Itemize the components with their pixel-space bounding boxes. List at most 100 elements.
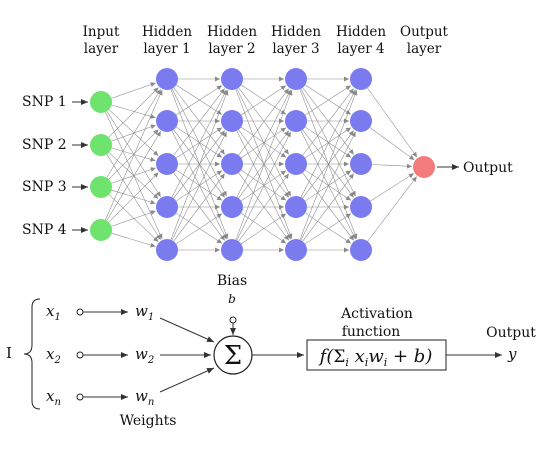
edge-l1-n2-to-n1 [176, 127, 223, 159]
output-node-1 [413, 156, 435, 178]
edge-l1-n3-to-n0 [171, 89, 227, 198]
edge-l3-n2-to-n4 [302, 172, 354, 241]
hidden3-node-5 [285, 239, 307, 261]
col-title-h1-2: layer 1 [143, 41, 190, 57]
edge-l0-n2-to-n2 [111, 167, 156, 184]
input-brace [23, 298, 41, 410]
hidden3-node-4 [285, 196, 307, 218]
edge-l3-n2-to-n1 [305, 127, 352, 159]
neuron-output-label: Output [486, 325, 536, 341]
edge-l0-n3-to-n2 [108, 172, 159, 223]
output-symbol: y [507, 345, 517, 363]
edge-l2-n1-to-n3 [238, 129, 290, 198]
w1-label: w1 [135, 302, 154, 323]
edge-l1-n4-to-n1 [171, 131, 227, 241]
hidden1-node-2 [156, 110, 178, 132]
edge-l0-n3-to-n0 [105, 89, 163, 221]
snp-label-1: SNP 1 [22, 94, 67, 110]
edge-l1-n1-to-n3 [173, 129, 225, 198]
input-node-2 [90, 134, 112, 156]
edge-l2-n3-to-n4 [240, 212, 287, 244]
activation-formula: f(Σi xiwi + b) [318, 346, 433, 369]
hidden4-node-2 [350, 110, 372, 132]
input-labels: SNP 1 SNP 2 SNP 3 SNP 4 [22, 94, 88, 238]
edge-l1-n4-to-n3 [176, 213, 223, 245]
edge-l0-n0-to-n1 [111, 104, 156, 119]
activation-label-1: Activation [340, 306, 413, 322]
activation-box [306, 339, 447, 371]
col-title-h2-1: Hidden [207, 24, 257, 40]
edge-l3-n3-to-n0 [300, 89, 356, 198]
edge-l4-n0-to-n0 [367, 87, 418, 158]
edge-l0-n2-to-n4 [108, 194, 159, 242]
edge-l3-n4-to-n2 [302, 173, 354, 242]
edge-l2-n3-to-n1 [238, 130, 290, 199]
input-node-4 [90, 219, 112, 241]
edge-l0-n1-to-n1 [111, 124, 156, 142]
network-edges [105, 76, 418, 253]
edge-l2-n1-to-n0 [241, 85, 287, 116]
hidden2-node-1 [221, 68, 243, 90]
column-titles: Input layer Hidden layer 1 Hidden layer … [83, 24, 449, 57]
wn-label: wn [135, 387, 154, 408]
hidden4-node-5 [350, 239, 372, 261]
edge-l3-n2-to-n3 [305, 169, 352, 201]
edge-l1-n4-to-n2 [173, 173, 225, 242]
network-output-label: Output [463, 160, 513, 176]
w2-label: w2 [135, 345, 154, 366]
edge-l2-n4-to-n1 [236, 131, 291, 241]
w1-arrow [159, 317, 215, 343]
xn-node [76, 393, 84, 401]
edge-l3-n0-to-n1 [305, 84, 352, 115]
hidden2-node-5 [221, 239, 243, 261]
col-title-input-1: Input [83, 24, 120, 40]
edge-l2-n4-to-n3 [240, 213, 287, 245]
edge-l2-n2-to-n0 [238, 88, 290, 156]
edge-l2-n2-to-n1 [240, 127, 287, 159]
edge-l4-n3-to-n0 [370, 173, 415, 202]
edge-l2-n2-to-n4 [238, 172, 290, 241]
edge-l3-n1-to-n0 [305, 85, 352, 116]
hidden2-node-2 [221, 110, 243, 132]
snp-label-2: SNP 2 [22, 137, 67, 153]
hidden1-node-1 [156, 68, 178, 90]
edge-l1-n3-to-n4 [176, 212, 223, 244]
bias-symbol: b [228, 292, 236, 306]
bias-label: Bias [217, 273, 247, 289]
weights-label: Weights [120, 413, 177, 429]
edge-l3-n3-to-n4 [305, 212, 352, 244]
edge-l4-n4-to-n0 [367, 176, 417, 242]
edge-l0-n3-to-n3 [111, 210, 156, 227]
edge-l3-n1-to-n3 [302, 129, 354, 198]
edge-l3-n1-to-n2 [305, 126, 352, 158]
edge-l0-n2-to-n3 [111, 189, 156, 205]
x2-label: x2 [46, 345, 61, 366]
edge-l0-n0-to-n0 [111, 82, 156, 99]
hidden2-node-4 [221, 196, 243, 218]
input-node-1 [90, 91, 112, 113]
col-title-output-2: layer [407, 41, 442, 57]
edge-l2-n3-to-n0 [236, 89, 291, 198]
edge-l1-n2-to-n0 [173, 88, 225, 156]
edge-l0-n0-to-n2 [108, 109, 159, 156]
hidden3-node-1 [285, 68, 307, 90]
edge-l3-n4-to-n0 [299, 90, 358, 240]
col-title-output-1: Output [400, 24, 449, 40]
hidden3-node-3 [285, 153, 307, 175]
col-title-h2-2: layer 2 [208, 41, 255, 57]
neuron-input-row-1: x1 w1 [46, 302, 215, 343]
activation-label-2: function [342, 324, 401, 340]
edge-l1-n2-to-n3 [176, 169, 223, 201]
edge-l1-n2-to-n4 [173, 172, 225, 241]
edge-l4-n2-to-n0 [371, 163, 413, 169]
hidden1-node-3 [156, 153, 178, 175]
neuron-input-row-n: xn wn [46, 367, 215, 408]
edge-l2-n2-to-n3 [240, 169, 287, 201]
edge-l2-n0-to-n1 [241, 84, 287, 115]
edge-l0-n3-to-n1 [106, 131, 162, 221]
edge-l0-n2-to-n0 [106, 89, 161, 178]
edge-l3-n4-to-n1 [300, 131, 356, 241]
neuron-input-row-2: x2 w2 [46, 345, 211, 366]
edge-l3-n4-to-n3 [305, 213, 352, 245]
